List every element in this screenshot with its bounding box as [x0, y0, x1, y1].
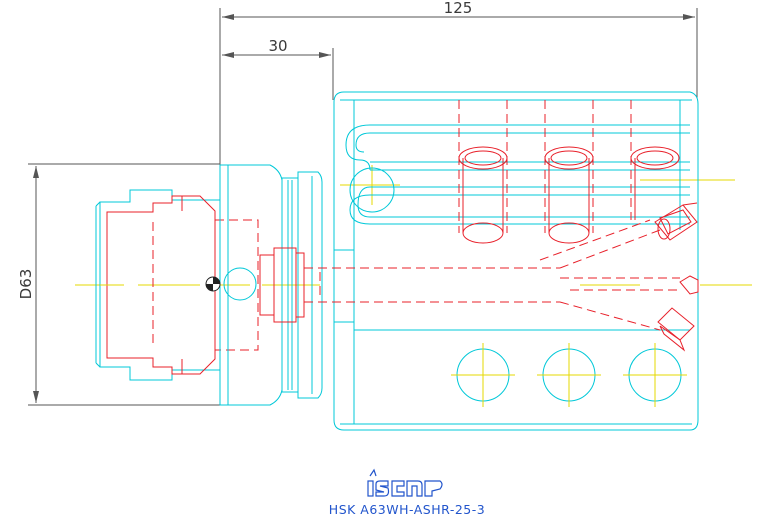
pocket-2 [544, 100, 594, 244]
diameter-label: D63 [17, 269, 35, 300]
part-designation: HSK A63WH-ASHR-25-3 [329, 502, 485, 517]
pocket-1 [458, 100, 508, 244]
dimension-flange-length: 30 [222, 37, 334, 100]
flange [205, 164, 323, 406]
centerlines [75, 165, 752, 286]
cutting-inserts [654, 202, 699, 352]
screw-pockets [458, 100, 680, 244]
overall-length-label: 125 [444, 0, 473, 17]
coolant-bores [304, 219, 680, 331]
cutter-body [333, 91, 699, 431]
insert-top [654, 202, 698, 241]
dimension-diameter: D63 [17, 163, 220, 406]
flange-length-label: 30 [268, 37, 287, 55]
dimension-overall-length: 125 [219, 0, 698, 165]
pocket-3 [630, 100, 680, 220]
insert-bottom [657, 307, 695, 352]
insert-middle [679, 275, 699, 295]
brand-logo: iscar [367, 468, 443, 497]
